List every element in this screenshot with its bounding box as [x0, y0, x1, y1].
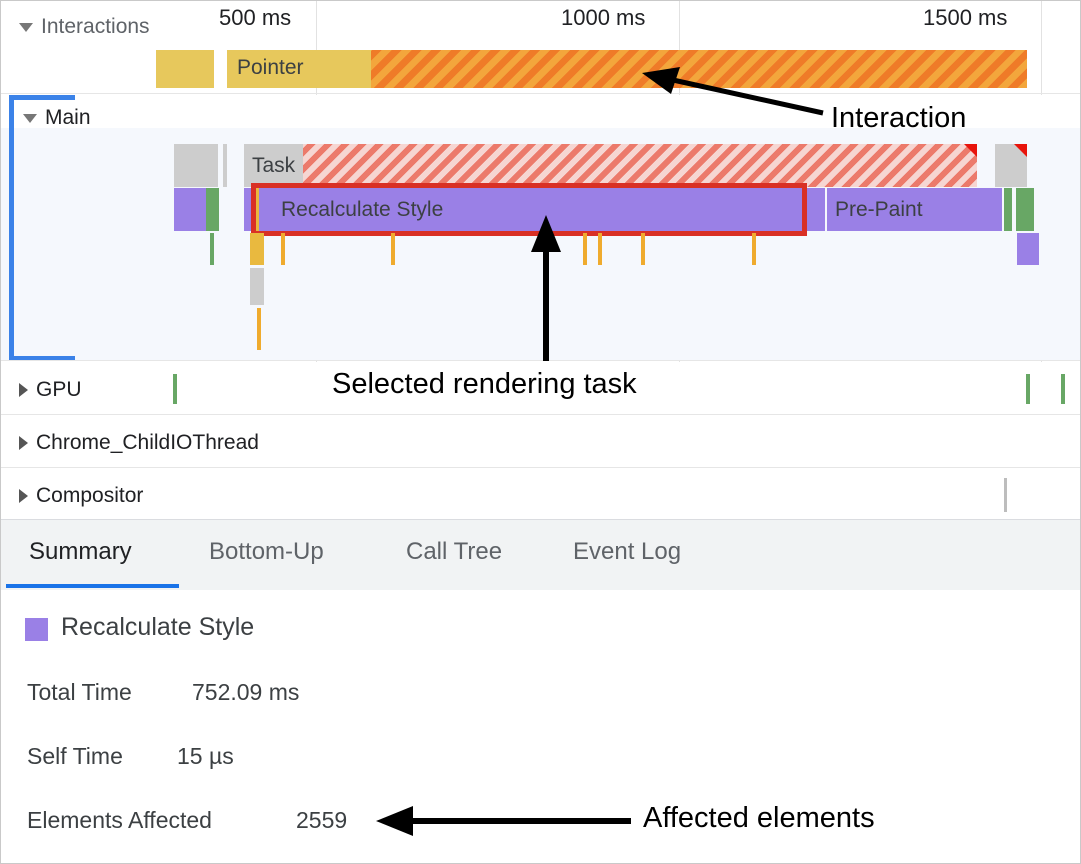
- flame-event-label: Pre-Paint: [835, 197, 923, 221]
- flame-event[interactable]: [805, 188, 825, 231]
- flame-event-long-task[interactable]: [303, 144, 977, 187]
- track-divider: [1, 360, 1080, 361]
- flame-event[interactable]: [598, 233, 602, 265]
- interaction-event[interactable]: [156, 50, 214, 88]
- flame-event-pre-paint[interactable]: Pre-Paint: [827, 188, 1002, 231]
- interaction-event-hatched[interactable]: [371, 50, 1027, 88]
- track-compositor[interactable]: Compositor: [1, 468, 1080, 521]
- track-interactions-header[interactable]: Interactions: [19, 15, 150, 39]
- track-chrome-childiothread[interactable]: Chrome_ChildIOThread: [1, 415, 1080, 468]
- interaction-annotation: Interaction: [831, 102, 967, 134]
- flame-event[interactable]: [1004, 188, 1012, 231]
- track-selection-frame-top: [9, 95, 75, 100]
- flame-event[interactable]: [206, 188, 219, 231]
- interaction-event-label: Pointer: [237, 56, 304, 79]
- flame-event-task[interactable]: Task: [244, 144, 303, 187]
- track-main-header[interactable]: Main: [23, 106, 91, 130]
- tab-bottom-up[interactable]: Bottom-Up: [209, 538, 324, 565]
- flame-event[interactable]: [995, 144, 1027, 187]
- event-color-swatch: [25, 618, 48, 641]
- flame-event[interactable]: [1017, 233, 1039, 265]
- track-compositor-header[interactable]: Compositor: [19, 484, 143, 508]
- compositor-event-tick[interactable]: [1004, 478, 1007, 512]
- flame-event[interactable]: [752, 233, 756, 265]
- summary-pane: [1, 590, 1080, 863]
- timeline-ruler[interactable]: 500 ms 1000 ms 1500 ms: [1, 1, 1080, 519]
- interaction-event-pointer[interactable]: Pointer: [227, 50, 371, 88]
- track-divider: [1, 414, 1080, 415]
- triangle-right-icon[interactable]: [19, 383, 28, 397]
- flame-event[interactable]: [254, 188, 259, 231]
- ruler-tick-label: 1500 ms: [923, 5, 1008, 30]
- flame-event[interactable]: [391, 233, 395, 265]
- summary-event-title: Recalculate Style: [61, 613, 255, 641]
- track-main-header-area: [1, 95, 1080, 128]
- warning-triangle-icon: [1014, 144, 1027, 157]
- flame-event[interactable]: [1016, 188, 1034, 231]
- ruler-tick-label: 1000 ms: [561, 5, 646, 30]
- gpu-event-tick[interactable]: [1026, 374, 1030, 404]
- triangle-right-icon[interactable]: [19, 436, 28, 450]
- track-gpu[interactable]: GPU: [1, 362, 1080, 415]
- gpu-event-tick[interactable]: [1061, 374, 1065, 404]
- warning-triangle-icon: [964, 144, 977, 157]
- triangle-down-icon[interactable]: [23, 113, 37, 123]
- summary-label-self-time: Self Time: [27, 743, 123, 769]
- flame-event[interactable]: [250, 233, 264, 265]
- track-interactions: Interactions Pointer: [1, 1, 1080, 94]
- flame-event[interactable]: [174, 144, 218, 187]
- track-chrome-childiothread-label: Chrome_ChildIOThread: [36, 431, 259, 454]
- flame-event[interactable]: [174, 188, 206, 231]
- flame-event[interactable]: [641, 233, 645, 265]
- flame-event[interactable]: [583, 233, 587, 265]
- triangle-right-icon[interactable]: [19, 489, 28, 503]
- track-compositor-label: Compositor: [36, 484, 144, 507]
- ruler-tick-label: 500 ms: [219, 5, 292, 30]
- flame-event[interactable]: [250, 268, 264, 305]
- selected-event-highlight: [251, 183, 807, 236]
- flame-event-label: Recalculate Style: [281, 197, 444, 221]
- selected-task-annotation: Selected rendering task: [332, 368, 637, 400]
- summary-label-total-time: Total Time: [27, 679, 132, 705]
- summary-value-total-time: 752.09 ms: [192, 679, 300, 705]
- tab-call-tree[interactable]: Call Tree: [406, 538, 503, 565]
- tab-event-log[interactable]: Event Log: [573, 538, 682, 565]
- track-divider: [1, 467, 1080, 468]
- track-selection-frame-bottom: [9, 356, 75, 361]
- summary-label-elements-affected: Elements Affected: [27, 807, 212, 833]
- details-tabbar: Summary Bottom-Up Call Tree Event Log: [1, 519, 1080, 592]
- flame-event[interactable]: [257, 308, 261, 350]
- flame-event[interactable]: [244, 188, 254, 231]
- track-main-label: Main: [45, 106, 91, 129]
- track-divider: [1, 93, 1080, 94]
- track-chrome-childiothread-header[interactable]: Chrome_ChildIOThread: [19, 431, 259, 455]
- triangle-down-icon[interactable]: [19, 22, 33, 32]
- track-gpu-header[interactable]: GPU: [19, 378, 82, 402]
- flame-event-label: Task: [252, 153, 296, 177]
- flame-event[interactable]: [223, 144, 227, 187]
- tab-summary[interactable]: Summary: [29, 538, 132, 565]
- flame-event[interactable]: [281, 233, 285, 265]
- affected-elements-annotation: Affected elements: [643, 802, 875, 834]
- track-interactions-label: Interactions: [41, 15, 150, 38]
- gpu-event-tick[interactable]: [173, 374, 177, 404]
- summary-value-elements-affected: 2559: [296, 807, 348, 833]
- summary-value-self-time: 15 µs: [177, 743, 234, 769]
- active-tab-indicator: [6, 584, 179, 588]
- track-gpu-label: GPU: [36, 378, 82, 401]
- flame-event[interactable]: [210, 233, 214, 265]
- track-selection-frame: [9, 95, 14, 361]
